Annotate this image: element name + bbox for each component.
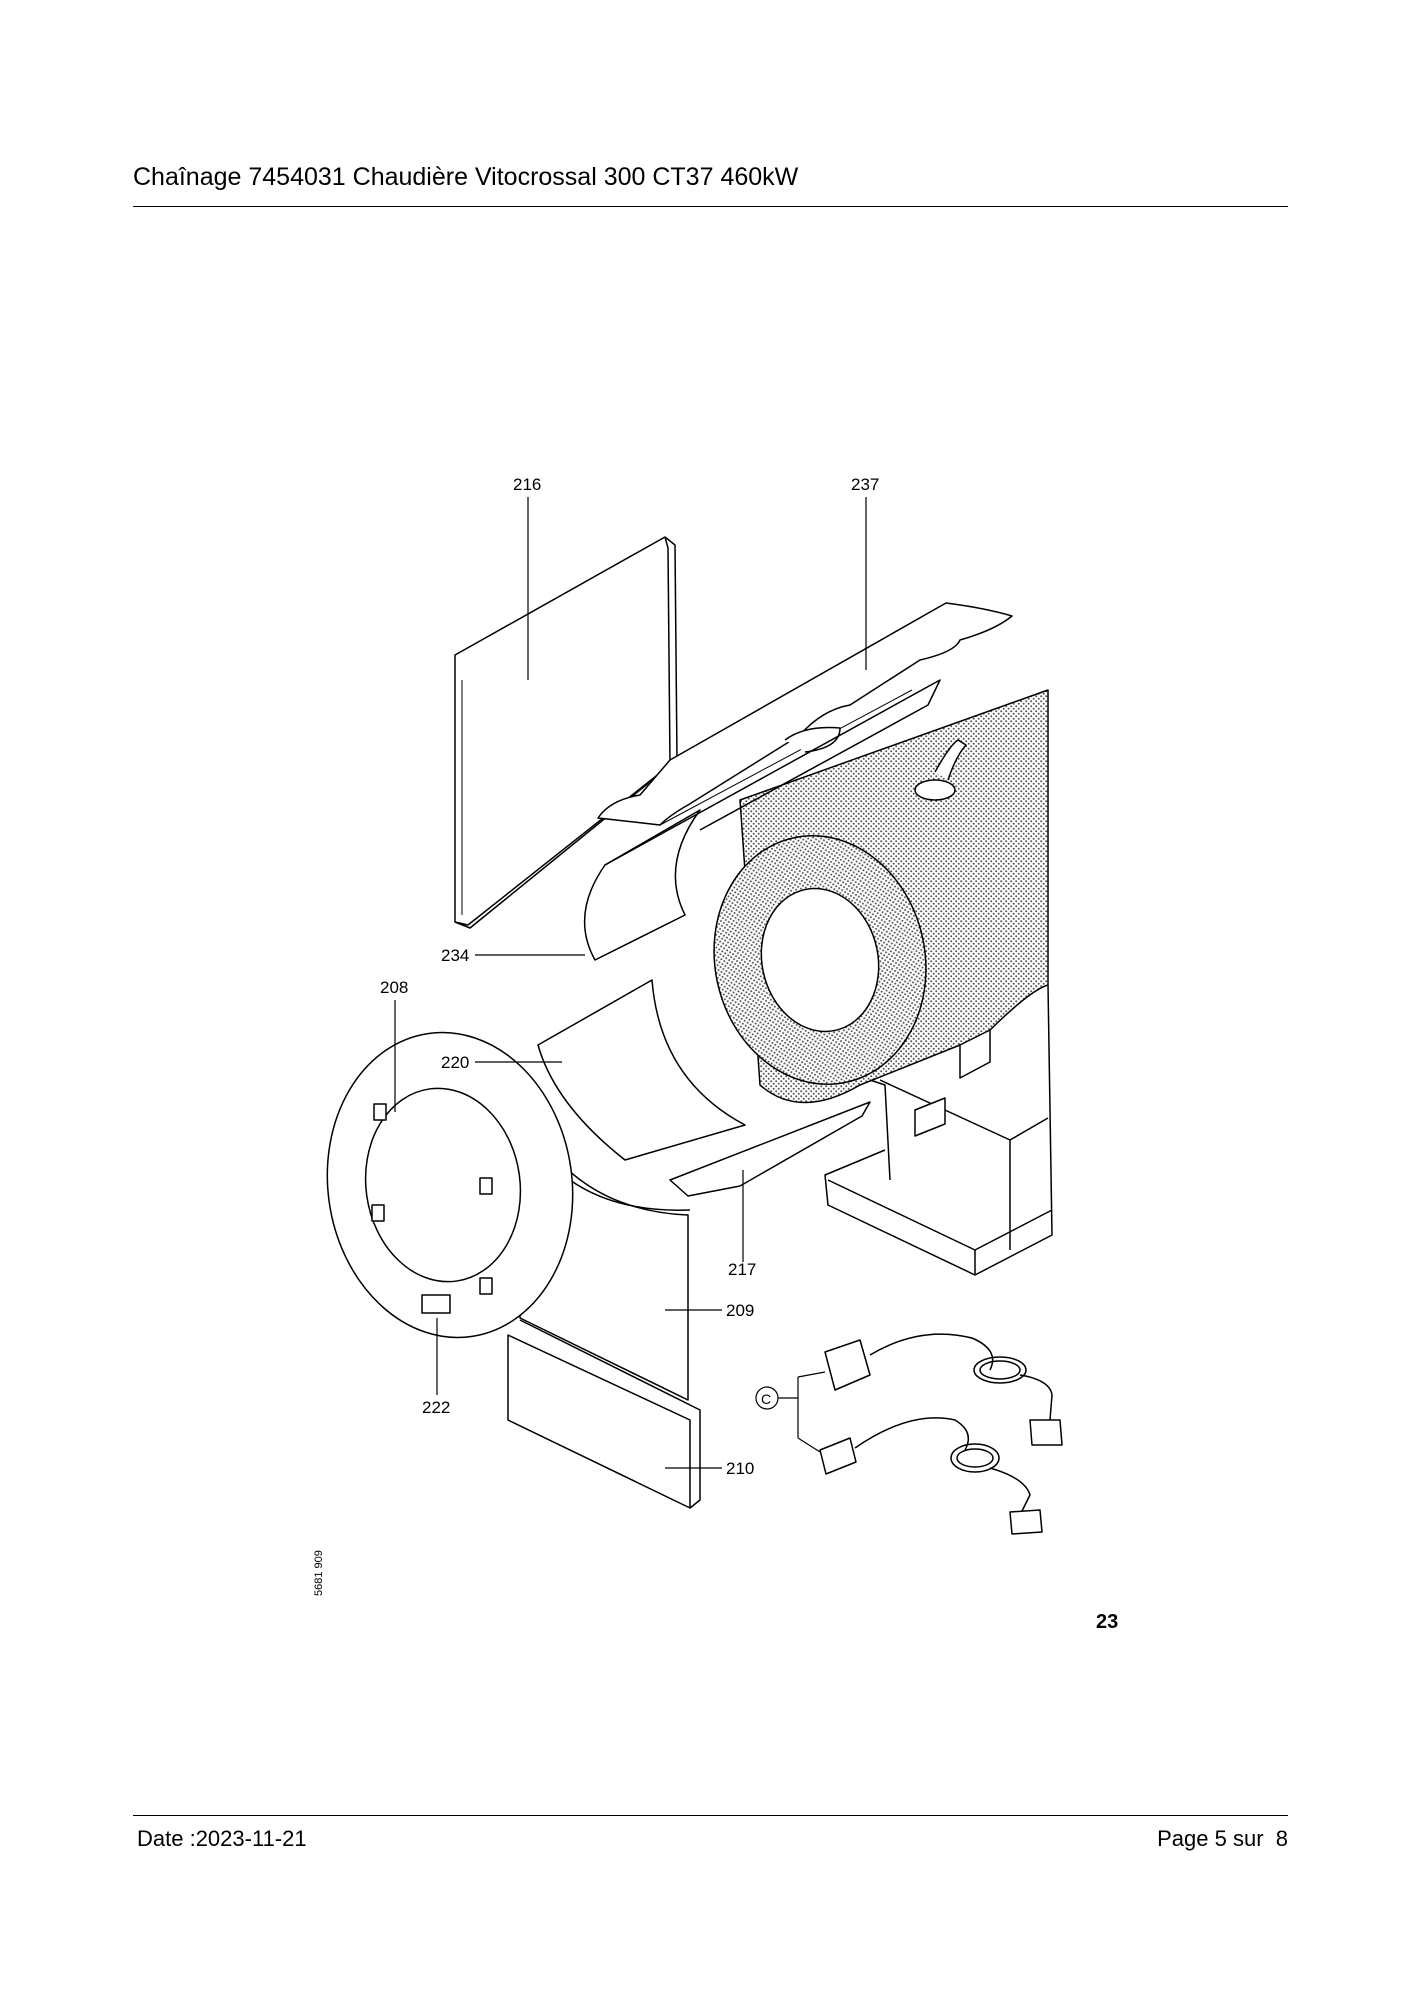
wiring-harness-c: [778, 1333, 1063, 1535]
part-220-insulation-wrap: [537, 979, 746, 1161]
drawing-id: 5681 909: [313, 1550, 325, 1596]
connector-marker-label: C: [761, 1391, 771, 1407]
callout-237: 237: [851, 475, 879, 494]
part-210-front-plate: [507, 1319, 701, 1509]
callout-216: 216: [513, 475, 541, 494]
footer-date: Date :2023-11-21: [137, 1826, 307, 1851]
page-title: Chaînage 7454031 Chaudière Vitocrossal 3…: [133, 163, 799, 191]
callout-208: 208: [380, 978, 408, 997]
callout-234: 234: [441, 946, 469, 965]
figure-number: 23: [1096, 1611, 1118, 1633]
callout-leaders: [394, 497, 867, 1469]
part-208-front-ring: [326, 1031, 574, 1339]
callout-210: 210: [726, 1459, 754, 1478]
footer-divider: [133, 1815, 1288, 1816]
boiler-body: [713, 689, 1049, 1104]
boiler-stand: [824, 984, 1053, 1276]
footer-page-number: Page 5 sur 8: [1157, 1826, 1288, 1851]
callout-220: 220: [441, 1053, 469, 1072]
header-divider: [133, 206, 1288, 207]
part-237-top-cover: [597, 602, 1013, 826]
part-217-lower-panel: [669, 1101, 871, 1197]
part-234-side-panel: [583, 679, 941, 961]
callout-217: 217: [728, 1260, 756, 1279]
connector-marker-circle: [755, 1386, 779, 1410]
callout-209: 209: [726, 1301, 754, 1320]
callout-222: 222: [422, 1398, 450, 1417]
